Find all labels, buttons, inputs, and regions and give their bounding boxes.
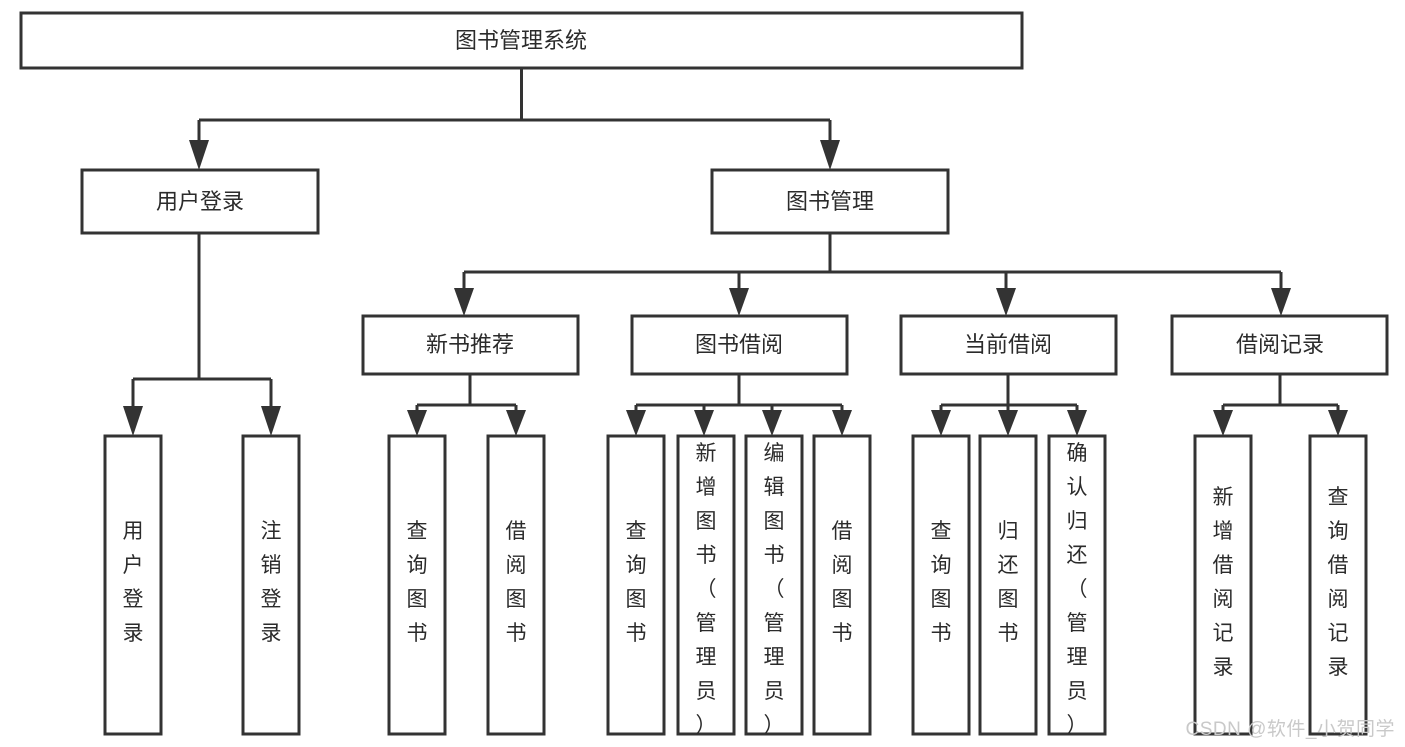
user-login-label: 用户登录 xyxy=(156,189,244,214)
leaf-add-record-label: 新增借阅记录 xyxy=(1213,486,1234,679)
leaf-node-query-book-2[interactable] xyxy=(606,434,666,736)
leaf-query-book-2-label: 查询图书 xyxy=(626,520,647,645)
book-manage-label: 图书管理 xyxy=(786,189,874,214)
leaf-add-book-box[interactable] xyxy=(676,434,736,736)
current-borrow-box[interactable] xyxy=(899,314,1118,376)
leaf-add-record-box[interactable] xyxy=(1193,434,1253,736)
arrowhead-book-borrow xyxy=(729,288,749,316)
leaf-label-layer: 用户登录 注销登录 查询图书 借阅图书 查询图书 新增图书（管理员） 编辑图书（管理员） 借阅… xyxy=(123,442,1349,737)
arrowhead-leaf-add-book xyxy=(694,410,714,436)
node-new-book-recommend[interactable]: 新书推荐 xyxy=(361,314,580,376)
leaf-edit-book-label: 编辑图书（管理员） xyxy=(764,442,785,737)
leaf-user-logout-label: 注销登录 xyxy=(261,520,282,645)
connector-layer xyxy=(123,68,1348,436)
leaf-add-book-label: 新增图书（管理员） xyxy=(696,442,717,737)
leaf-return-book-label: 归还图书 xyxy=(998,520,1019,645)
book-manage-box[interactable] xyxy=(710,168,950,235)
new-book-recommend-label: 新书推荐 xyxy=(426,332,514,357)
node-current-borrow[interactable]: 当前借阅 xyxy=(899,314,1118,376)
user-login-box[interactable] xyxy=(80,168,320,235)
book-borrow-label: 图书借阅 xyxy=(695,332,783,357)
arrowhead-leaf-query-record xyxy=(1328,410,1348,436)
arrowhead-new-book-recommend xyxy=(454,288,474,316)
root-box[interactable] xyxy=(19,11,1024,70)
leaf-borrow-book-1-box[interactable] xyxy=(486,434,546,736)
borrow-record-box[interactable] xyxy=(1170,314,1389,376)
leaf-query-book-1-box[interactable] xyxy=(387,434,447,736)
leaf-query-book-3-box[interactable] xyxy=(911,434,971,736)
leaf-node-borrow-book-1[interactable] xyxy=(486,434,546,736)
node-root[interactable]: 图书管理系统 xyxy=(19,11,1024,70)
leaf-query-record-box[interactable] xyxy=(1308,434,1368,736)
node-user-login[interactable]: 用户登录 xyxy=(80,168,320,235)
current-borrow-label: 当前借阅 xyxy=(964,332,1052,357)
node-book-manage[interactable]: 图书管理 xyxy=(710,168,950,235)
leaf-node-return-book[interactable] xyxy=(978,434,1038,736)
watermark-text: CSDN @软件_小贺同学 xyxy=(1185,719,1395,740)
leaf-borrow-book-1-label: 借阅图书 xyxy=(506,520,527,645)
arrowhead-user-login xyxy=(189,140,209,170)
leaf-query-record-label: 查询借阅记录 xyxy=(1328,486,1349,679)
arrowhead-leaf-query-book-3 xyxy=(931,410,951,436)
leaf-node-query-book-3[interactable] xyxy=(911,434,971,736)
leaf-borrow-book-2-box[interactable] xyxy=(812,434,872,736)
leaf-query-book-3-label: 查询图书 xyxy=(931,520,952,645)
arrowhead-leaf-edit-book xyxy=(762,410,782,436)
root-label: 图书管理系统 xyxy=(455,28,587,53)
leaf-node-query-record[interactable] xyxy=(1308,434,1368,736)
leaf-user-login-label: 用户登录 xyxy=(123,520,144,645)
leaf-query-book-1-label: 查询图书 xyxy=(407,520,428,645)
arrowhead-leaf-query-book-1 xyxy=(407,410,427,436)
leaf-node-confirm-return[interactable] xyxy=(1047,434,1107,736)
leaf-node-query-book-1[interactable] xyxy=(387,434,447,736)
leaf-confirm-return-box[interactable] xyxy=(1047,434,1107,736)
arrowhead-leaf-user-login xyxy=(123,406,143,436)
leaf-user-logout-box[interactable] xyxy=(241,434,301,736)
new-book-recommend-box[interactable] xyxy=(361,314,580,376)
leaf-node-borrow-book-2[interactable] xyxy=(812,434,872,736)
arrowhead-leaf-confirm-return xyxy=(1067,410,1087,436)
leaf-node-user-logout[interactable] xyxy=(241,434,301,736)
arrowhead-leaf-return-book xyxy=(998,410,1018,436)
leaf-node-user-login[interactable] xyxy=(103,434,163,736)
leaf-query-book-2-box[interactable] xyxy=(606,434,666,736)
arrowhead-borrow-record xyxy=(1271,288,1291,316)
arrowhead-book-manage xyxy=(820,140,840,170)
node-book-borrow[interactable]: 图书借阅 xyxy=(630,314,849,376)
arrowhead-leaf-query-book-2 xyxy=(626,410,646,436)
book-borrow-box[interactable] xyxy=(630,314,849,376)
borrow-record-label: 借阅记录 xyxy=(1236,332,1324,357)
leaf-node-add-book[interactable] xyxy=(676,434,736,736)
leaf-node-edit-book[interactable] xyxy=(744,434,804,736)
leaf-user-login-box[interactable] xyxy=(103,434,163,736)
arrowhead-leaf-borrow-book-2 xyxy=(832,410,852,436)
leaf-return-book-box[interactable] xyxy=(978,434,1038,736)
arrowhead-leaf-user-logout xyxy=(261,406,281,436)
arrowhead-current-borrow xyxy=(996,288,1016,316)
leaf-borrow-book-2-label: 借阅图书 xyxy=(832,520,853,645)
leaf-confirm-return-label: 确认归还（管理员） xyxy=(1067,442,1088,737)
arrowhead-leaf-borrow-book-1 xyxy=(506,410,526,436)
node-borrow-record[interactable]: 借阅记录 xyxy=(1170,314,1389,376)
leaf-edit-book-box[interactable] xyxy=(744,434,804,736)
arrowhead-leaf-add-record xyxy=(1213,410,1233,436)
leaf-node-add-record[interactable] xyxy=(1193,434,1253,736)
